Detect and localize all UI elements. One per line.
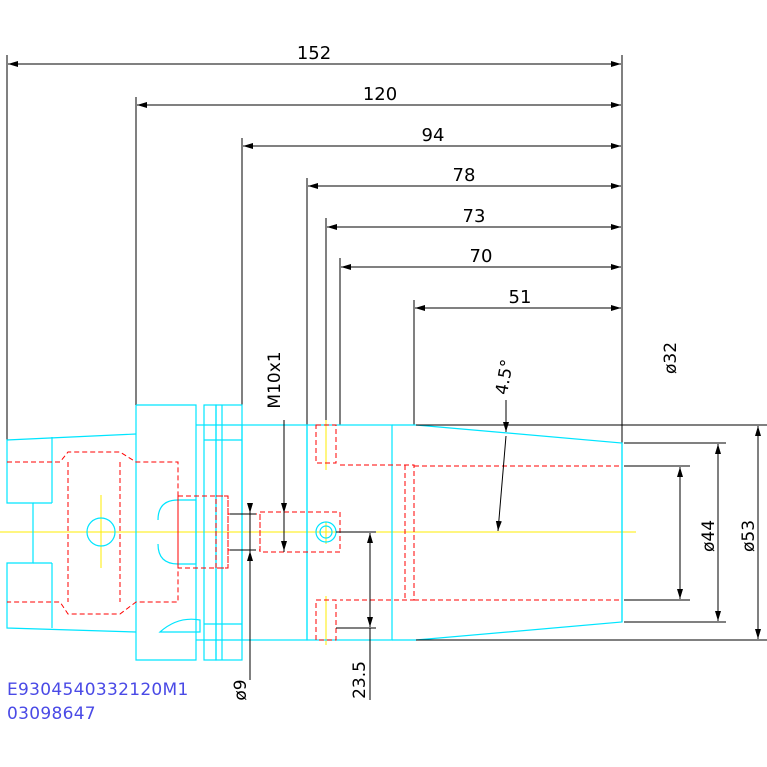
- cross-hole-inner: [319, 525, 333, 539]
- body-ring: [306, 424, 393, 641]
- part-outline: [6, 404, 623, 661]
- flange-curve-bottom: [158, 618, 201, 633]
- length-dimension-texts: 152 120 94 78 73 70 51: [297, 43, 532, 308]
- part-code-line-1: E9304540332120M1: [7, 680, 189, 700]
- angle-label: 4.5°: [492, 358, 518, 396]
- length-dimensions: [6, 55, 623, 443]
- diameter-dimensions: [416, 424, 767, 641]
- offset-label: 23.5: [350, 661, 370, 699]
- main-bore-hidden: [340, 464, 415, 601]
- set-screw-top-hidden: [315, 424, 337, 464]
- dim-152-label: 152: [297, 43, 331, 64]
- drive-slot-circle: [86, 517, 116, 547]
- set-screw-bottom-hidden: [315, 599, 337, 641]
- dia9-label: ø9: [231, 679, 251, 700]
- thread-label: M10x1: [265, 351, 285, 408]
- dim-120-label: 120: [363, 84, 397, 105]
- angle-arrow-line: [495, 435, 507, 532]
- dia32-label: ø32: [661, 342, 681, 374]
- drawbar-hidden: [177, 495, 229, 569]
- flange-outline: [135, 404, 197, 661]
- offset-dimension: [336, 531, 376, 700]
- taper-shank-outline: [6, 433, 137, 633]
- dim-78-label: 78: [453, 165, 476, 186]
- dim-70-label: 70: [470, 246, 493, 267]
- diameter-dimension-texts: ø32 ø44 ø53: [661, 342, 759, 552]
- part-code-line-2: 03098647: [7, 704, 96, 724]
- angle-dimension: [495, 400, 509, 532]
- dia9-dimension: [230, 503, 256, 680]
- dim-51-label: 51: [509, 287, 532, 308]
- dim-73-label: 73: [463, 206, 486, 227]
- dia44-label: ø44: [699, 520, 719, 552]
- stop-screw-hidden: [215, 495, 229, 569]
- dia53-label: ø53: [739, 520, 759, 552]
- dim-94-label: 94: [422, 125, 445, 146]
- flange-slot-top: [157, 499, 197, 565]
